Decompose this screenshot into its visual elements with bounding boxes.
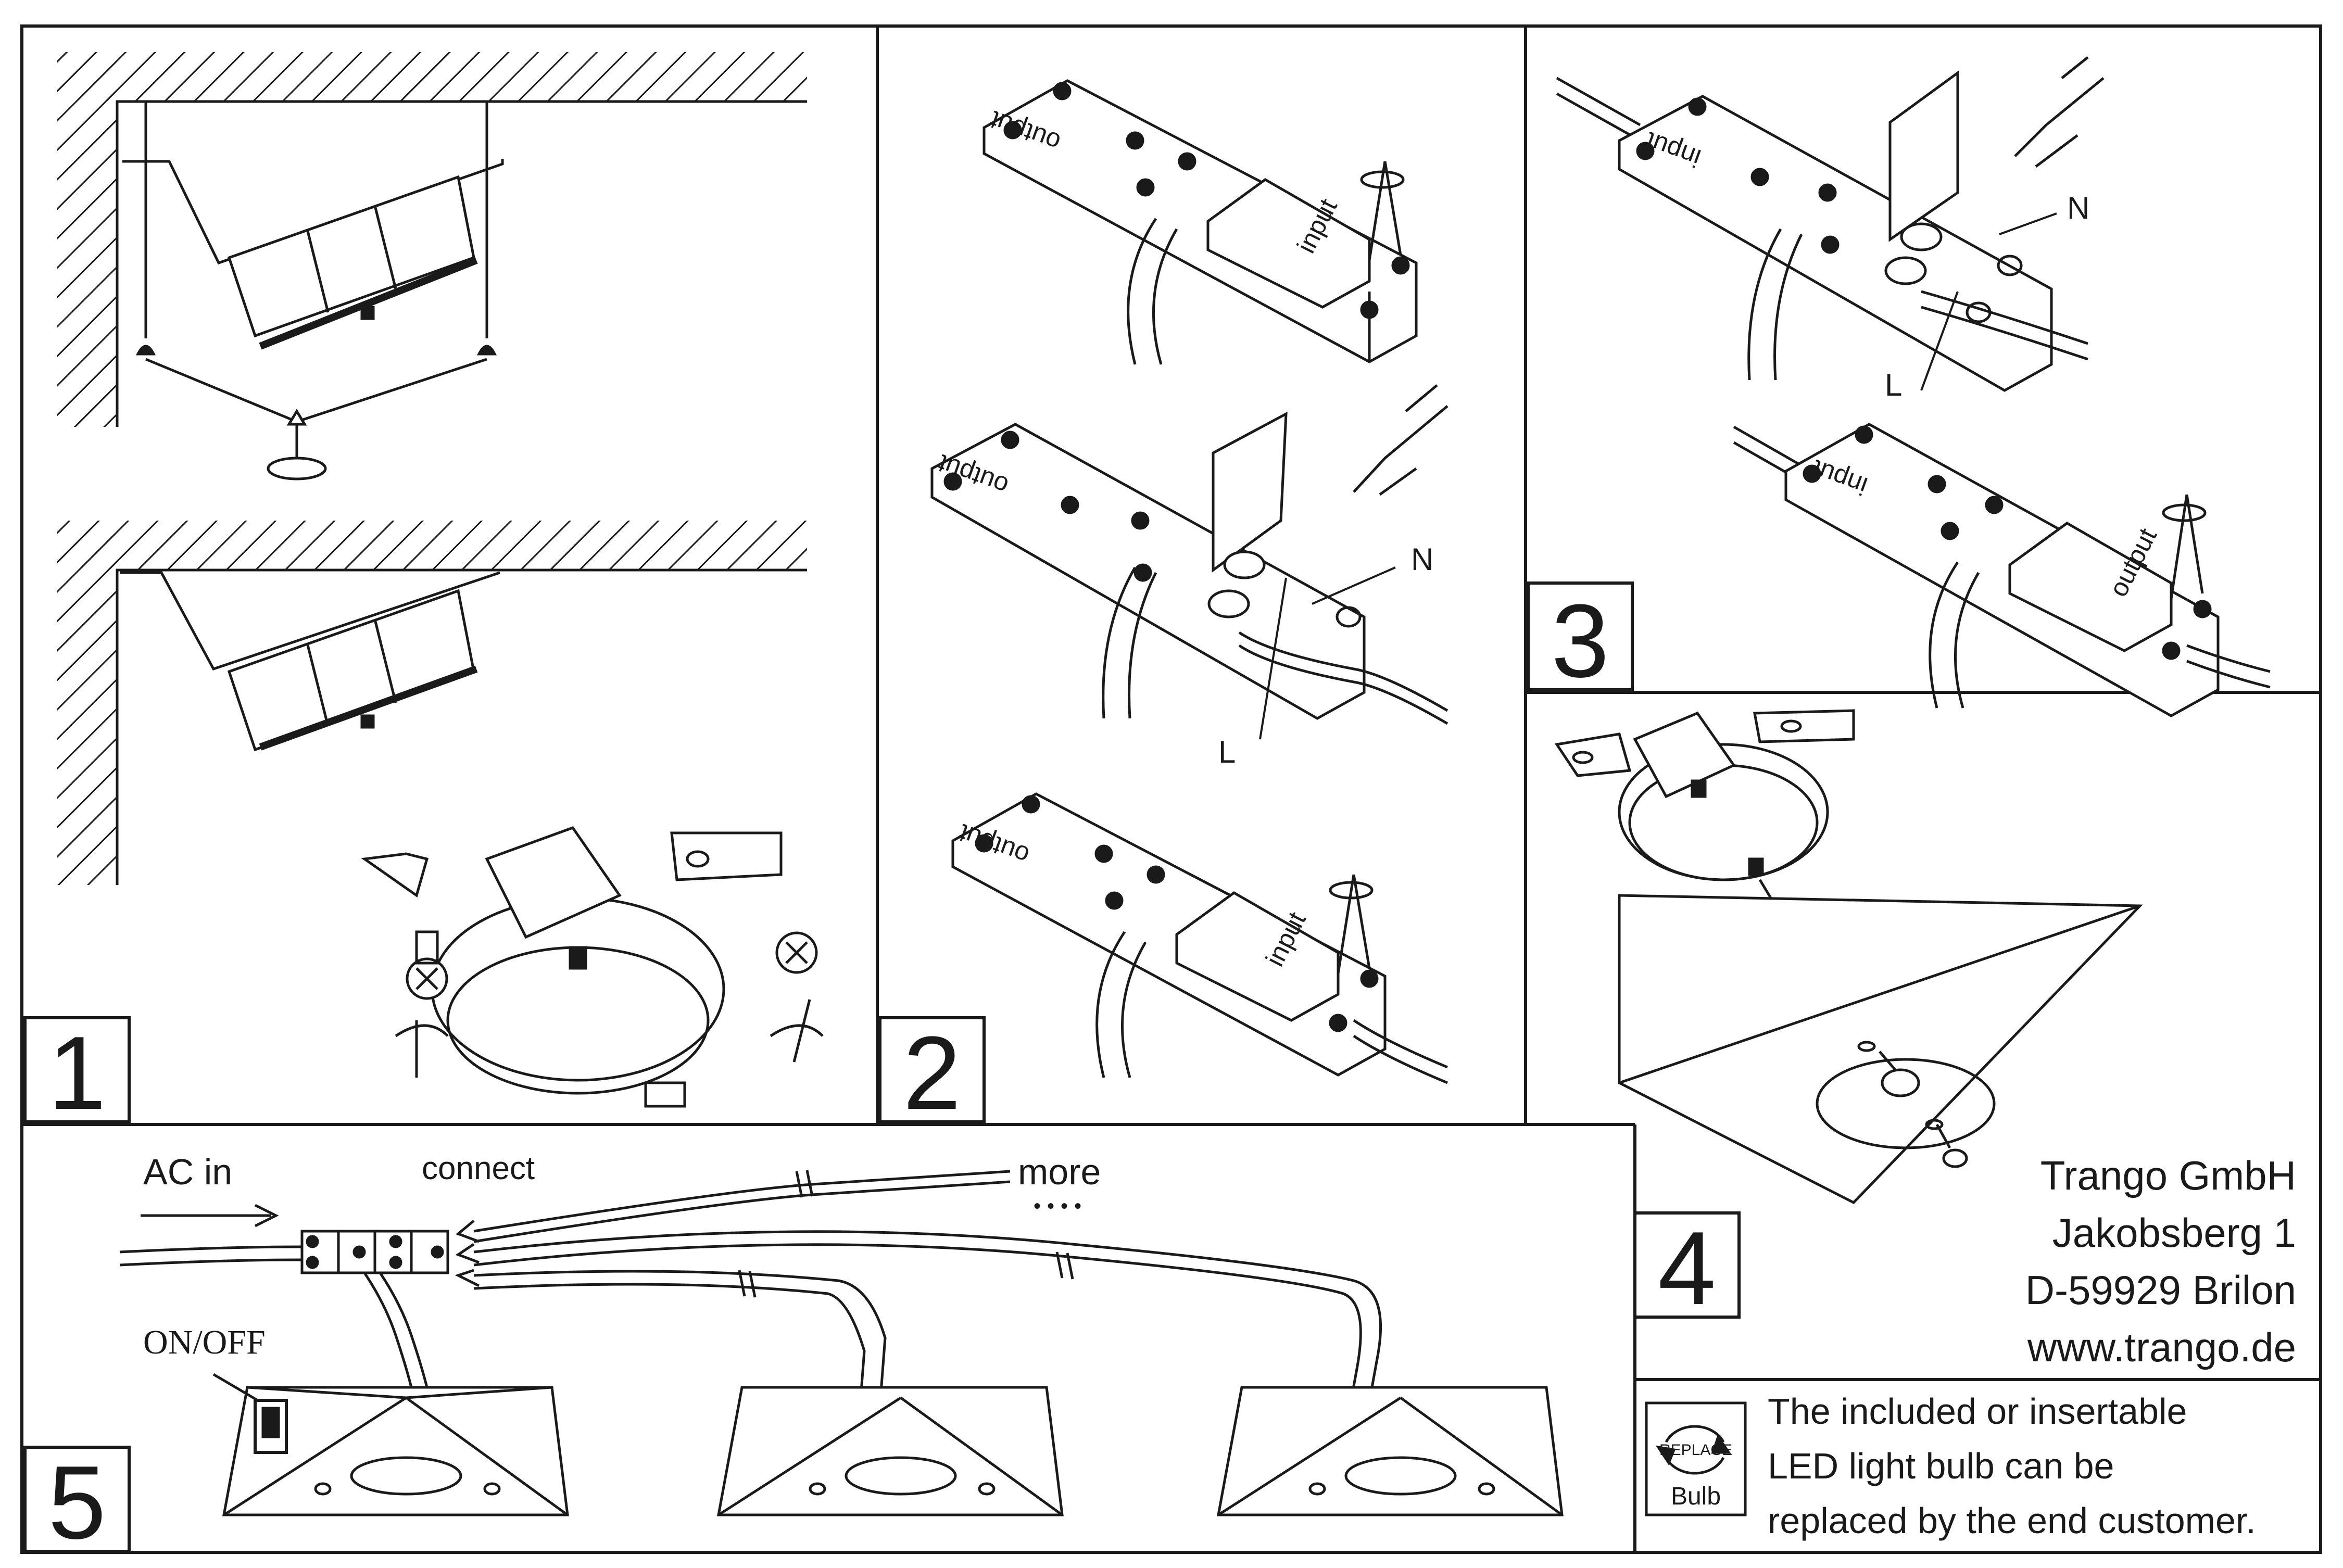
label-l-3: L	[1885, 368, 1902, 402]
panel-number-2: 2	[903, 1015, 961, 1131]
company-block: Trango GmbH Jakobsberg 1 D-59929 Brilon …	[2025, 1153, 2296, 1370]
panel-4-illustration	[1554, 709, 2143, 1205]
label-l-2: L	[1218, 735, 1236, 769]
number-box-5: 5	[23, 1445, 131, 1561]
replace-bulb-icon	[1655, 1425, 1731, 1475]
company-street: Jakobsberg 1	[2052, 1210, 2296, 1256]
panel-number-1: 1	[48, 1015, 106, 1131]
panel-3-illustration: N L input input output	[1556, 56, 2271, 717]
notice-line-1: The included or insertable	[1768, 1391, 2187, 1432]
panel-number-4: 4	[1658, 1210, 1716, 1326]
panel-2-illustration: output input N L output	[930, 79, 1448, 1084]
number-box-3: 3	[1527, 581, 1634, 699]
panel-number-3: 3	[1551, 583, 1609, 699]
panel-5-illustration	[119, 1170, 1564, 1516]
label-more: more	[1018, 1152, 1101, 1192]
label-connect: connect	[422, 1150, 535, 1186]
label-ac-in: AC in	[143, 1152, 232, 1192]
notice-line-3: replaced by the end customer.	[1768, 1500, 2256, 1541]
company-web: www.trango.de	[2027, 1324, 2296, 1370]
label-n-2: N	[1411, 542, 1433, 577]
number-box-2: 2	[878, 1015, 986, 1131]
company-city: D-59929 Brilon	[2025, 1267, 2296, 1313]
number-box-1: 1	[23, 1015, 131, 1131]
notice-line-2: LED light bulb can be	[1768, 1446, 2114, 1486]
replace-icon-top: REPLACE	[1659, 1441, 1732, 1459]
number-box-4: 4	[1633, 1210, 1741, 1326]
panel-grid	[20, 24, 2322, 1554]
replace-icon-bottom: Bulb	[1671, 1483, 1721, 1510]
label-more-dots: ••••	[1034, 1195, 1088, 1218]
replace-notice: REPLACE Bulb The included or insertable …	[1645, 1391, 2256, 1541]
label-n-3: N	[2067, 191, 2089, 225]
panel-1-illustration	[57, 52, 824, 1108]
company-name: Trango GmbH	[2040, 1153, 2296, 1198]
label-on-off: ON/OFF	[143, 1323, 266, 1361]
panel-number-5: 5	[48, 1445, 106, 1561]
